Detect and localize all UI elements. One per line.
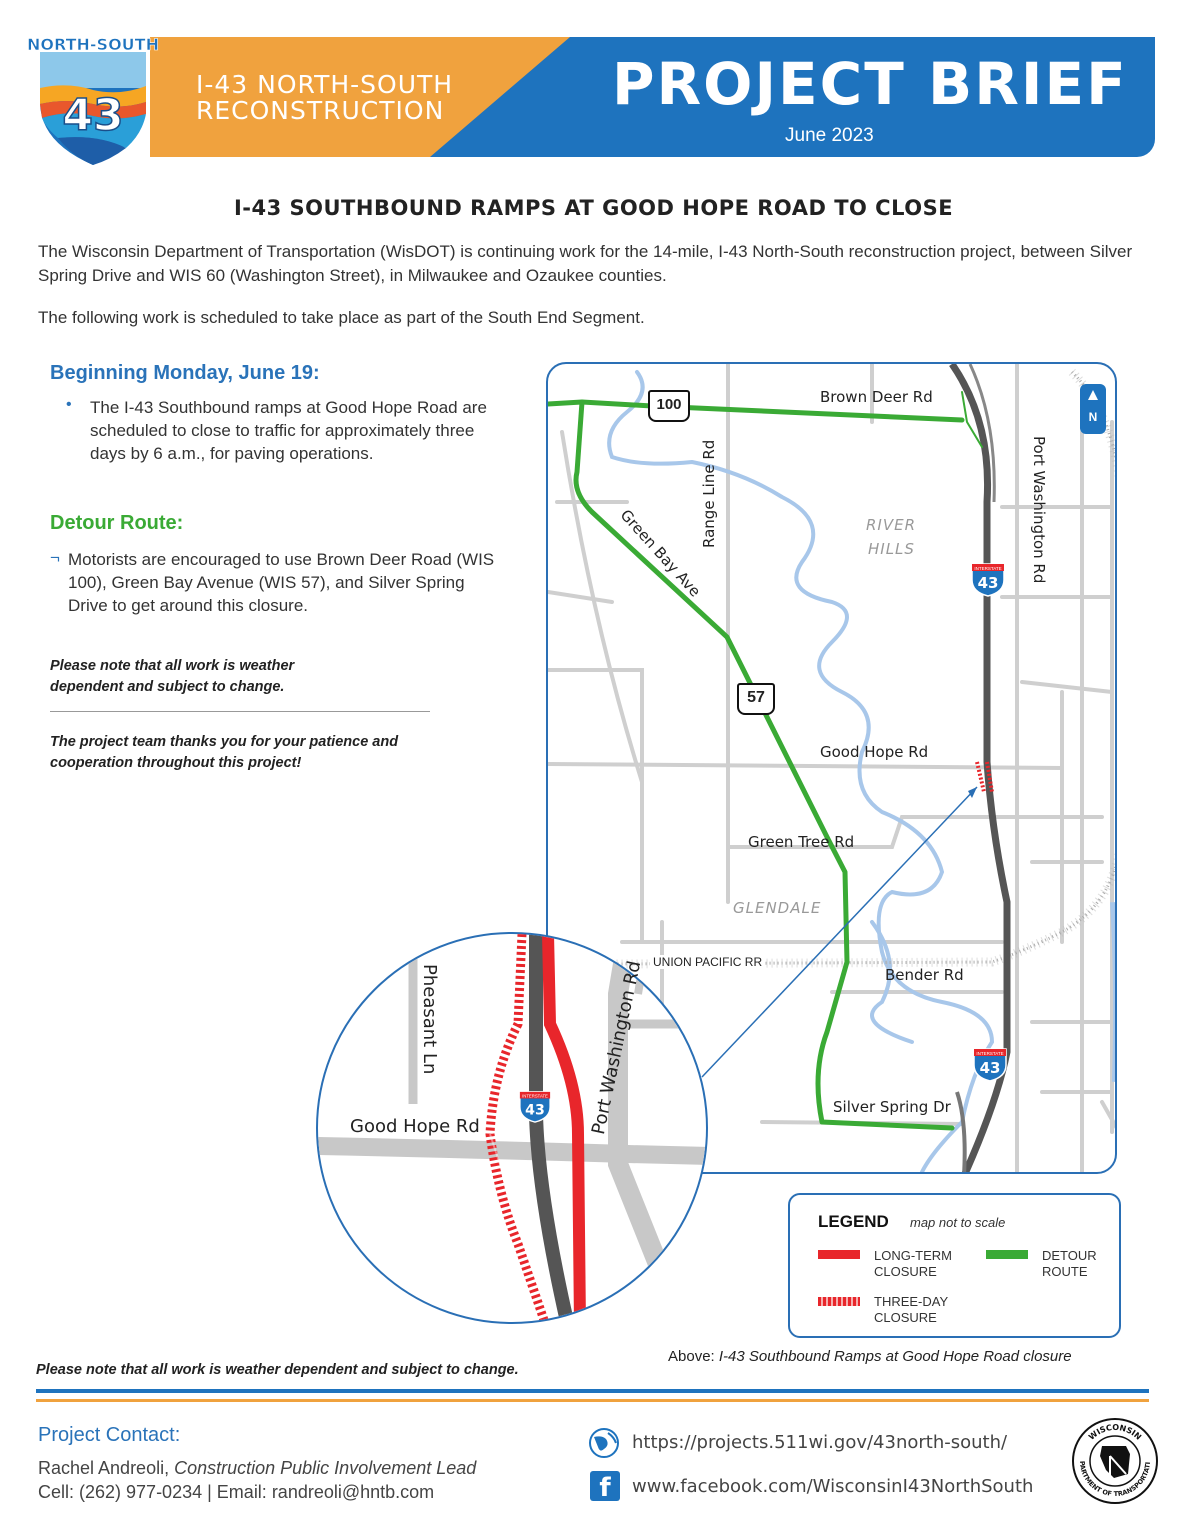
map-caption: Above: I-43 Southbound Ramps at Good Hop…: [668, 1348, 1072, 1365]
svg-text:43: 43: [525, 1103, 545, 1119]
inset-i43-shield-icon: INTERSTATE 43: [519, 1091, 551, 1123]
legend-detour-2: ROUTE: [1042, 1264, 1088, 1279]
label-bender-rd: Bender Rd: [885, 966, 964, 984]
headline: I-43 SOUTHBOUND RAMPS AT GOOD HOPE ROAD …: [233, 196, 954, 220]
three-day-closure-swatch: [818, 1297, 860, 1306]
footer-weather-note: Please note that all work is weather dep…: [36, 1362, 519, 1378]
label-brown-deer-rd: Brown Deer Rd: [820, 388, 933, 406]
contact-phone-email: Cell: (262) 977-0234 | Email: randreoli@…: [38, 1482, 435, 1502]
svg-text:43: 43: [980, 1059, 1001, 1077]
publication-date: June 2023: [785, 125, 874, 146]
label-river: RIVER: [866, 516, 917, 534]
project-name-line1: I-43 NORTH-SOUTH: [196, 70, 454, 99]
label-port-washington-rd: Port Washington Rd: [1030, 436, 1048, 584]
svg-text:INTERSTATE: INTERSTATE: [976, 1051, 1003, 1056]
footer-rule-blue: [36, 1389, 1149, 1393]
inset-label-good-hope-rd: Good Hope Rd: [350, 1116, 480, 1137]
thanks-note: The project team thanks you for your pat…: [50, 734, 399, 771]
legend-long-term-1: LONG-TERM: [874, 1248, 952, 1263]
legend-detour-1: DETOUR: [1042, 1248, 1097, 1263]
north-south-43-logo: 43 NORTH-SOUTH: [28, 35, 158, 165]
label-silver-spring-dr: Silver Spring Dr: [833, 1098, 951, 1116]
wis-57-shield-icon: 57: [737, 683, 775, 715]
svg-text:43: 43: [978, 574, 999, 592]
detour-route-swatch: [986, 1250, 1028, 1259]
i43-shield-south-icon: INTERSTATE 43: [973, 1048, 1007, 1082]
schedule-intro: The following work is scheduled to take …: [38, 308, 645, 327]
website-link[interactable]: https://projects.511wi.gov/43north-south…: [632, 1432, 1008, 1453]
label-hills: HILLS: [868, 540, 915, 558]
svg-text:INTERSTATE: INTERSTATE: [974, 566, 1001, 571]
inset-label-pheasant-ln: Pheasant Ln: [419, 964, 440, 1075]
footer-rule-orange: [36, 1399, 1149, 1402]
label-glendale: GLENDALE: [733, 899, 822, 917]
legend-three-day-2: CLOSURE: [874, 1310, 937, 1325]
interchange-inset-map: INTERSTATE 43: [316, 932, 708, 1324]
project-contact-heading: Project Contact:: [38, 1424, 181, 1446]
logo-number: 43: [62, 90, 123, 141]
section-detour-heading: Detour Route:: [50, 512, 184, 534]
i43-shield-icon: INTERSTATE 43: [971, 563, 1005, 597]
divider: [50, 711, 430, 712]
legend-title: LEGEND: [818, 1212, 889, 1231]
legend-three-day-1: THREE-DAY: [874, 1294, 949, 1309]
intro-paragraph: The Wisconsin Department of Transportati…: [38, 242, 1133, 285]
label-green-tree-rd: Green Tree Rd: [748, 833, 855, 851]
project-name-line2: RECONSTRUCTION: [196, 96, 445, 125]
facebook-link[interactable]: www.facebook.com/WisconsinI43NorthSouth: [632, 1476, 1034, 1497]
map-legend: LEGEND map not to scale LONG-TERM CLOSUR…: [788, 1193, 1121, 1338]
globe-icon: [589, 1428, 619, 1458]
logo-text: NORTH-SOUTH: [28, 35, 158, 54]
legend-long-term-2: CLOSURE: [874, 1264, 937, 1279]
legend-subtitle: map not to scale: [910, 1215, 1006, 1230]
long-term-closure-swatch: [818, 1250, 860, 1259]
north-label: N: [1088, 410, 1098, 424]
wisdot-seal-logo: WISCONSIN DEPARTMENT OF TRANSPORTATION: [1070, 1416, 1158, 1504]
header-blue-band: [430, 37, 1155, 157]
closure-bullet: The I-43 Southbound ramps at Good Hope R…: [90, 398, 487, 463]
weather-note: Please note that all work is weather dep…: [50, 658, 295, 695]
svg-text:INTERSTATE: INTERSTATE: [522, 1094, 548, 1099]
bullet-arrow-icon: ¬: [50, 548, 60, 567]
label-good-hope-rd: Good Hope Rd: [820, 743, 929, 761]
label-union-pacific-rr: UNION PACIFIC RR: [650, 955, 766, 969]
section-beginning-heading: Beginning Monday, June 19:: [50, 362, 320, 384]
label-range-line-rd: Range Line Rd: [700, 439, 718, 548]
north-arrow-icon: N: [1080, 384, 1106, 434]
bullet-dot-icon: •: [66, 396, 72, 413]
detour-bullet: Motorists are encouraged to use Brown De…: [68, 550, 495, 615]
wis-100-shield-icon: 100: [648, 390, 690, 422]
facebook-icon: f: [590, 1471, 620, 1503]
contact-name-role: Rachel Andreoli, Construction Public Inv…: [38, 1458, 477, 1478]
project-brief-title: PROJECT BRIEF: [612, 50, 1128, 118]
